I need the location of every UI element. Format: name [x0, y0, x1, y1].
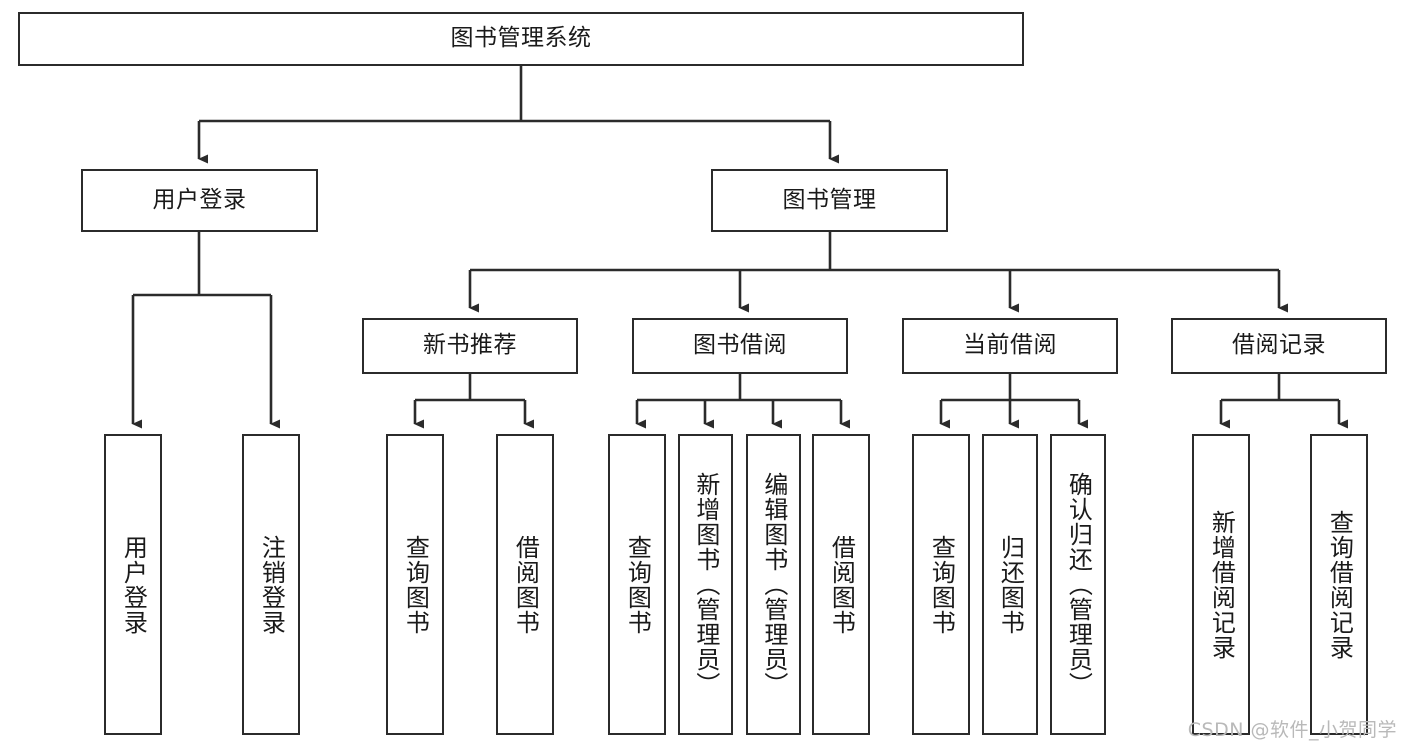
node-new-book-recommend-label: 新书推荐	[423, 332, 517, 359]
node-leaf-bookborrow-add-label: 新增图书（管理员）	[691, 472, 720, 697]
node-root-system[interactable]: 图书管理系统	[18, 12, 1024, 66]
node-current-borrow-label: 当前借阅	[963, 332, 1057, 359]
node-leaf-currentborrow-query[interactable]: 查询图书	[912, 434, 970, 735]
node-leaf-bookborrow-add[interactable]: 新增图书（管理员）	[678, 434, 733, 735]
node-leaf-currentborrow-confirm[interactable]: 确认归还（管理员）	[1050, 434, 1106, 735]
node-leaf-bookborrow-query-label: 查询图书	[623, 534, 652, 635]
node-leaf-newbook-borrow-label: 借阅图书	[511, 534, 540, 635]
node-book-management-label: 图书管理	[782, 186, 877, 213]
node-current-borrow[interactable]: 当前借阅	[902, 318, 1118, 374]
node-leaf-bookborrow-borrow-label: 借阅图书	[827, 534, 856, 635]
node-leaf-bookborrow-borrow[interactable]: 借阅图书	[812, 434, 870, 735]
node-leaf-newbook-borrow[interactable]: 借阅图书	[496, 434, 554, 735]
node-leaf-bookborrow-edit-label: 编辑图书（管理员）	[759, 472, 788, 697]
node-leaf-currentborrow-return-label: 归还图书	[996, 534, 1025, 635]
node-leaf-user-login-signin-label: 用户登录	[119, 534, 148, 635]
node-borrow-record-label: 借阅记录	[1232, 332, 1326, 359]
node-root-system-label: 图书管理系统	[450, 25, 592, 52]
node-leaf-currentborrow-return[interactable]: 归还图书	[982, 434, 1038, 735]
node-leaf-currentborrow-query-label: 查询图书	[927, 534, 956, 635]
node-leaf-user-login-signin[interactable]: 用户登录	[104, 434, 162, 735]
node-leaf-borrowrecord-add-label: 新增借阅记录	[1207, 509, 1236, 660]
node-leaf-currentborrow-confirm-label: 确认归还（管理员）	[1064, 472, 1093, 697]
node-book-borrow[interactable]: 图书借阅	[632, 318, 848, 374]
node-user-login[interactable]: 用户登录	[81, 169, 318, 232]
node-user-login-label: 用户登录	[152, 186, 247, 213]
node-leaf-newbook-query[interactable]: 查询图书	[386, 434, 444, 735]
node-leaf-bookborrow-query[interactable]: 查询图书	[608, 434, 666, 735]
node-leaf-newbook-query-label: 查询图书	[401, 534, 430, 635]
node-book-borrow-label: 图书借阅	[693, 332, 787, 359]
node-book-management[interactable]: 图书管理	[711, 169, 948, 232]
node-leaf-bookborrow-edit[interactable]: 编辑图书（管理员）	[746, 434, 801, 735]
node-leaf-borrowrecord-add[interactable]: 新增借阅记录	[1192, 434, 1250, 735]
node-leaf-borrowrecord-query-label: 查询借阅记录	[1325, 509, 1354, 660]
node-leaf-user-login-signout-label: 注销登录	[257, 534, 286, 635]
node-leaf-user-login-signout[interactable]: 注销登录	[242, 434, 300, 735]
node-leaf-borrowrecord-query[interactable]: 查询借阅记录	[1310, 434, 1368, 735]
node-borrow-record[interactable]: 借阅记录	[1171, 318, 1387, 374]
node-new-book-recommend[interactable]: 新书推荐	[362, 318, 578, 374]
